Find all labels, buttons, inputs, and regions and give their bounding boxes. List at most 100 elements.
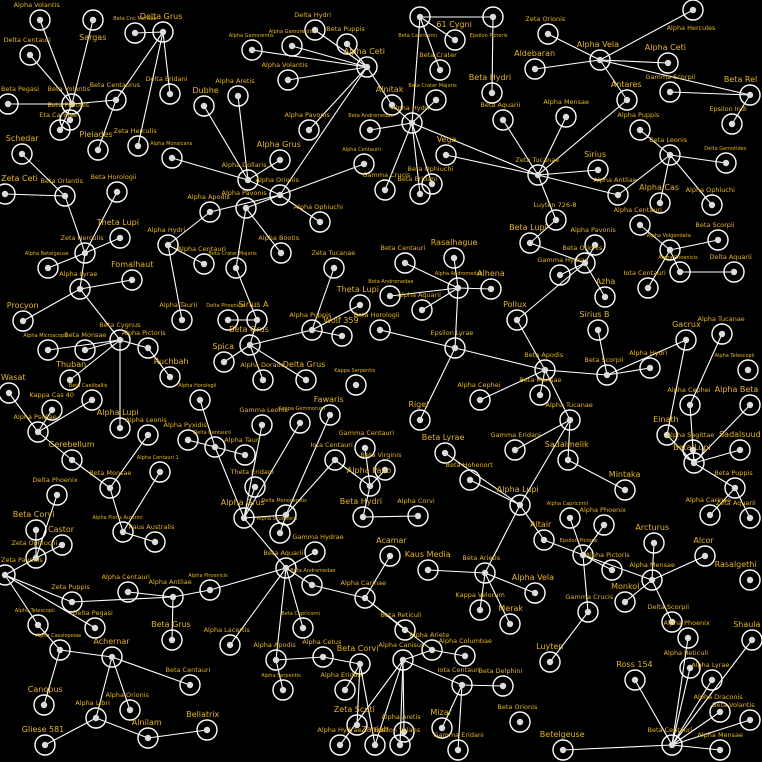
star-node[interactable]: Alpha Aretis <box>215 77 255 107</box>
star-node[interactable]: Fawaris <box>314 395 344 426</box>
star-node[interactable]: Alpha Cassiopeiae <box>35 633 81 661</box>
star-node[interactable]: Theta Eridani <box>230 468 275 498</box>
star-node[interactable]: Alpha Hydri <box>629 349 667 379</box>
star-node[interactable]: Theta Lupi <box>96 218 139 249</box>
star-node[interactable]: Alpha Grus <box>257 140 301 171</box>
star-node[interactable]: Sirius B <box>579 310 609 341</box>
star-node[interactable]: Alnilam <box>132 718 162 749</box>
star-node[interactable]: Beta Capricorni <box>398 6 437 39</box>
star-node[interactable]: Alpha Hydri <box>147 226 185 256</box>
star-node[interactable]: Beta Hydri <box>340 497 382 528</box>
star-node[interactable]: Alpha Pavonis <box>285 111 331 141</box>
star-node[interactable]: Delta Grus <box>140 12 183 43</box>
star-node[interactable]: Zeta Herculis <box>114 127 158 157</box>
star-node[interactable]: Betelgeuse <box>540 730 585 761</box>
star-node[interactable]: Beta Aquarii <box>480 101 520 131</box>
star-node[interactable]: Delta Eridani <box>146 75 188 105</box>
star-node[interactable]: Zeta Herculis <box>61 234 105 264</box>
star-node[interactable]: Beta Horologii <box>354 311 400 341</box>
star-node[interactable]: Alpha Eridani <box>321 671 364 701</box>
star-node[interactable]: Zeta Orionis <box>525 15 566 45</box>
star-node[interactable]: Alpha Phoenix <box>664 619 710 649</box>
star-node[interactable]: Wolf 359 <box>323 316 359 347</box>
star-node[interactable]: Beta Rel <box>724 75 761 106</box>
star-node[interactable]: Ross 154 <box>616 660 653 691</box>
star-node[interactable]: Delta Centaurii <box>193 430 231 458</box>
star-node[interactable]: Epsilon Indi <box>709 105 747 135</box>
star-node[interactable]: Alpha Volgendata <box>647 233 691 261</box>
star-node[interactable]: Beta Centauri <box>381 244 426 274</box>
star-node[interactable]: Zeta Aquarii <box>716 499 761 529</box>
star-node[interactable]: Shaula <box>733 620 762 651</box>
star-node[interactable]: Alhena <box>477 269 505 300</box>
star-node[interactable]: Delta Aquarii <box>710 253 752 283</box>
star-node[interactable]: Alpha Centauri 1 <box>137 455 179 483</box>
star-node[interactable]: Delta Scorpii <box>648 603 690 633</box>
star-node[interactable]: Gamma Hydrae <box>292 533 344 563</box>
star-node[interactable]: Zeta Pavonis <box>0 556 43 586</box>
star-node[interactable]: Alpha Gamorentis <box>269 29 314 57</box>
star-node[interactable]: Beta Capricorni <box>281 611 320 639</box>
star-node[interactable]: Alpha Apodis <box>187 193 230 223</box>
star-node[interactable]: Wasat <box>0 373 26 404</box>
star-node[interactable]: Antares <box>611 80 642 111</box>
star-node[interactable]: Beta Lupi <box>509 223 547 254</box>
star-node[interactable]: Alpha Ariete <box>409 631 449 661</box>
star-node[interactable]: Alpha Volantis <box>262 61 309 91</box>
star-node[interactable]: Beta Scorpii <box>695 221 735 251</box>
star-node[interactable]: Beta Orionis <box>562 244 603 274</box>
star-node[interactable]: Beta Leonis <box>649 136 688 166</box>
star-node[interactable]: Alpha Lupi <box>497 485 539 516</box>
star-node[interactable]: Beta Caeliballis <box>69 383 108 411</box>
star-node[interactable]: Delta Pegasi <box>72 609 113 639</box>
star-node[interactable]: Gamma Leonis <box>239 406 289 436</box>
star-node[interactable]: Gamma Centauri <box>339 429 395 459</box>
star-node[interactable]: Alpha Horologii <box>178 383 216 411</box>
star-node[interactable]: Beta Lyrae <box>422 433 465 464</box>
star-node[interactable]: Zeta Ceti <box>0 174 38 205</box>
star-node[interactable]: Schedar <box>6 134 39 165</box>
star-node[interactable]: Alpha Pavo <box>347 466 391 497</box>
star-node[interactable]: Castor <box>48 525 75 556</box>
star-node[interactable]: Sadalmelik <box>545 440 589 471</box>
star-node[interactable]: Alpha Apodis <box>253 641 296 671</box>
star-node[interactable]: Beta Cygnus <box>99 321 141 351</box>
star-node[interactable]: Zaniah <box>361 725 389 756</box>
star-node[interactable]: Spica <box>212 342 235 373</box>
star-node[interactable]: Alpha Centauri <box>614 206 663 236</box>
star-node[interactable]: Alpha Beta <box>715 385 761 416</box>
star-node[interactable]: Acamar <box>376 536 407 567</box>
star-node[interactable]: Delta Centauri <box>4 36 51 66</box>
star-node[interactable]: Alpha Piscis Austrini <box>93 515 143 543</box>
star-node[interactable]: Procyon <box>7 301 39 332</box>
star-node[interactable]: Gamma Eridani <box>434 731 485 761</box>
star-node[interactable]: Alpha Tauri <box>224 436 261 466</box>
star-node[interactable]: Beta Grus <box>151 620 191 651</box>
star-node[interactable]: Alpha Antliae <box>149 578 192 608</box>
star-node[interactable]: Alpha Bootis <box>258 234 300 264</box>
star-node[interactable]: Pollux <box>503 300 528 331</box>
star-node[interactable]: Alpha Lupi <box>97 408 139 439</box>
star-node[interactable]: Beta Aquarii <box>263 549 303 579</box>
star-node[interactable]: Alpha Pavonis <box>222 189 268 219</box>
star-node[interactable]: Alpha Psoliae <box>14 413 57 443</box>
star-node[interactable]: Alpha Telescopii <box>15 608 55 636</box>
star-node[interactable]: Alpha Orionis <box>256 176 300 206</box>
star-node[interactable]: Alpha Hydri <box>391 104 429 134</box>
star-node[interactable]: Aldebaran <box>514 49 555 80</box>
star-node[interactable]: Einath <box>653 415 679 446</box>
star-node[interactable]: Kappa Serpentis <box>334 368 376 396</box>
star-node[interactable]: Beta Crater <box>419 51 457 81</box>
star-node[interactable]: Epsilon Volans <box>374 726 421 756</box>
star-node[interactable]: Beta Apodis <box>524 351 564 381</box>
star-node[interactable]: Luyten <box>536 642 563 673</box>
star-node[interactable]: Thuban <box>55 360 86 391</box>
star-node[interactable]: Arcturus <box>635 523 669 554</box>
star-node[interactable]: Alpha Lacertis <box>204 626 251 656</box>
star-node[interactable]: Alpha Andromedae <box>435 271 483 299</box>
star-node[interactable]: Alpha Hydrae <box>317 726 361 756</box>
star-node[interactable]: Beta Monsae <box>89 469 131 499</box>
star-node[interactable]: Beta Orionis <box>497 703 538 733</box>
star-node[interactable]: Kappa Cas 40 <box>29 391 74 421</box>
star-node[interactable]: Rigel <box>408 400 431 431</box>
